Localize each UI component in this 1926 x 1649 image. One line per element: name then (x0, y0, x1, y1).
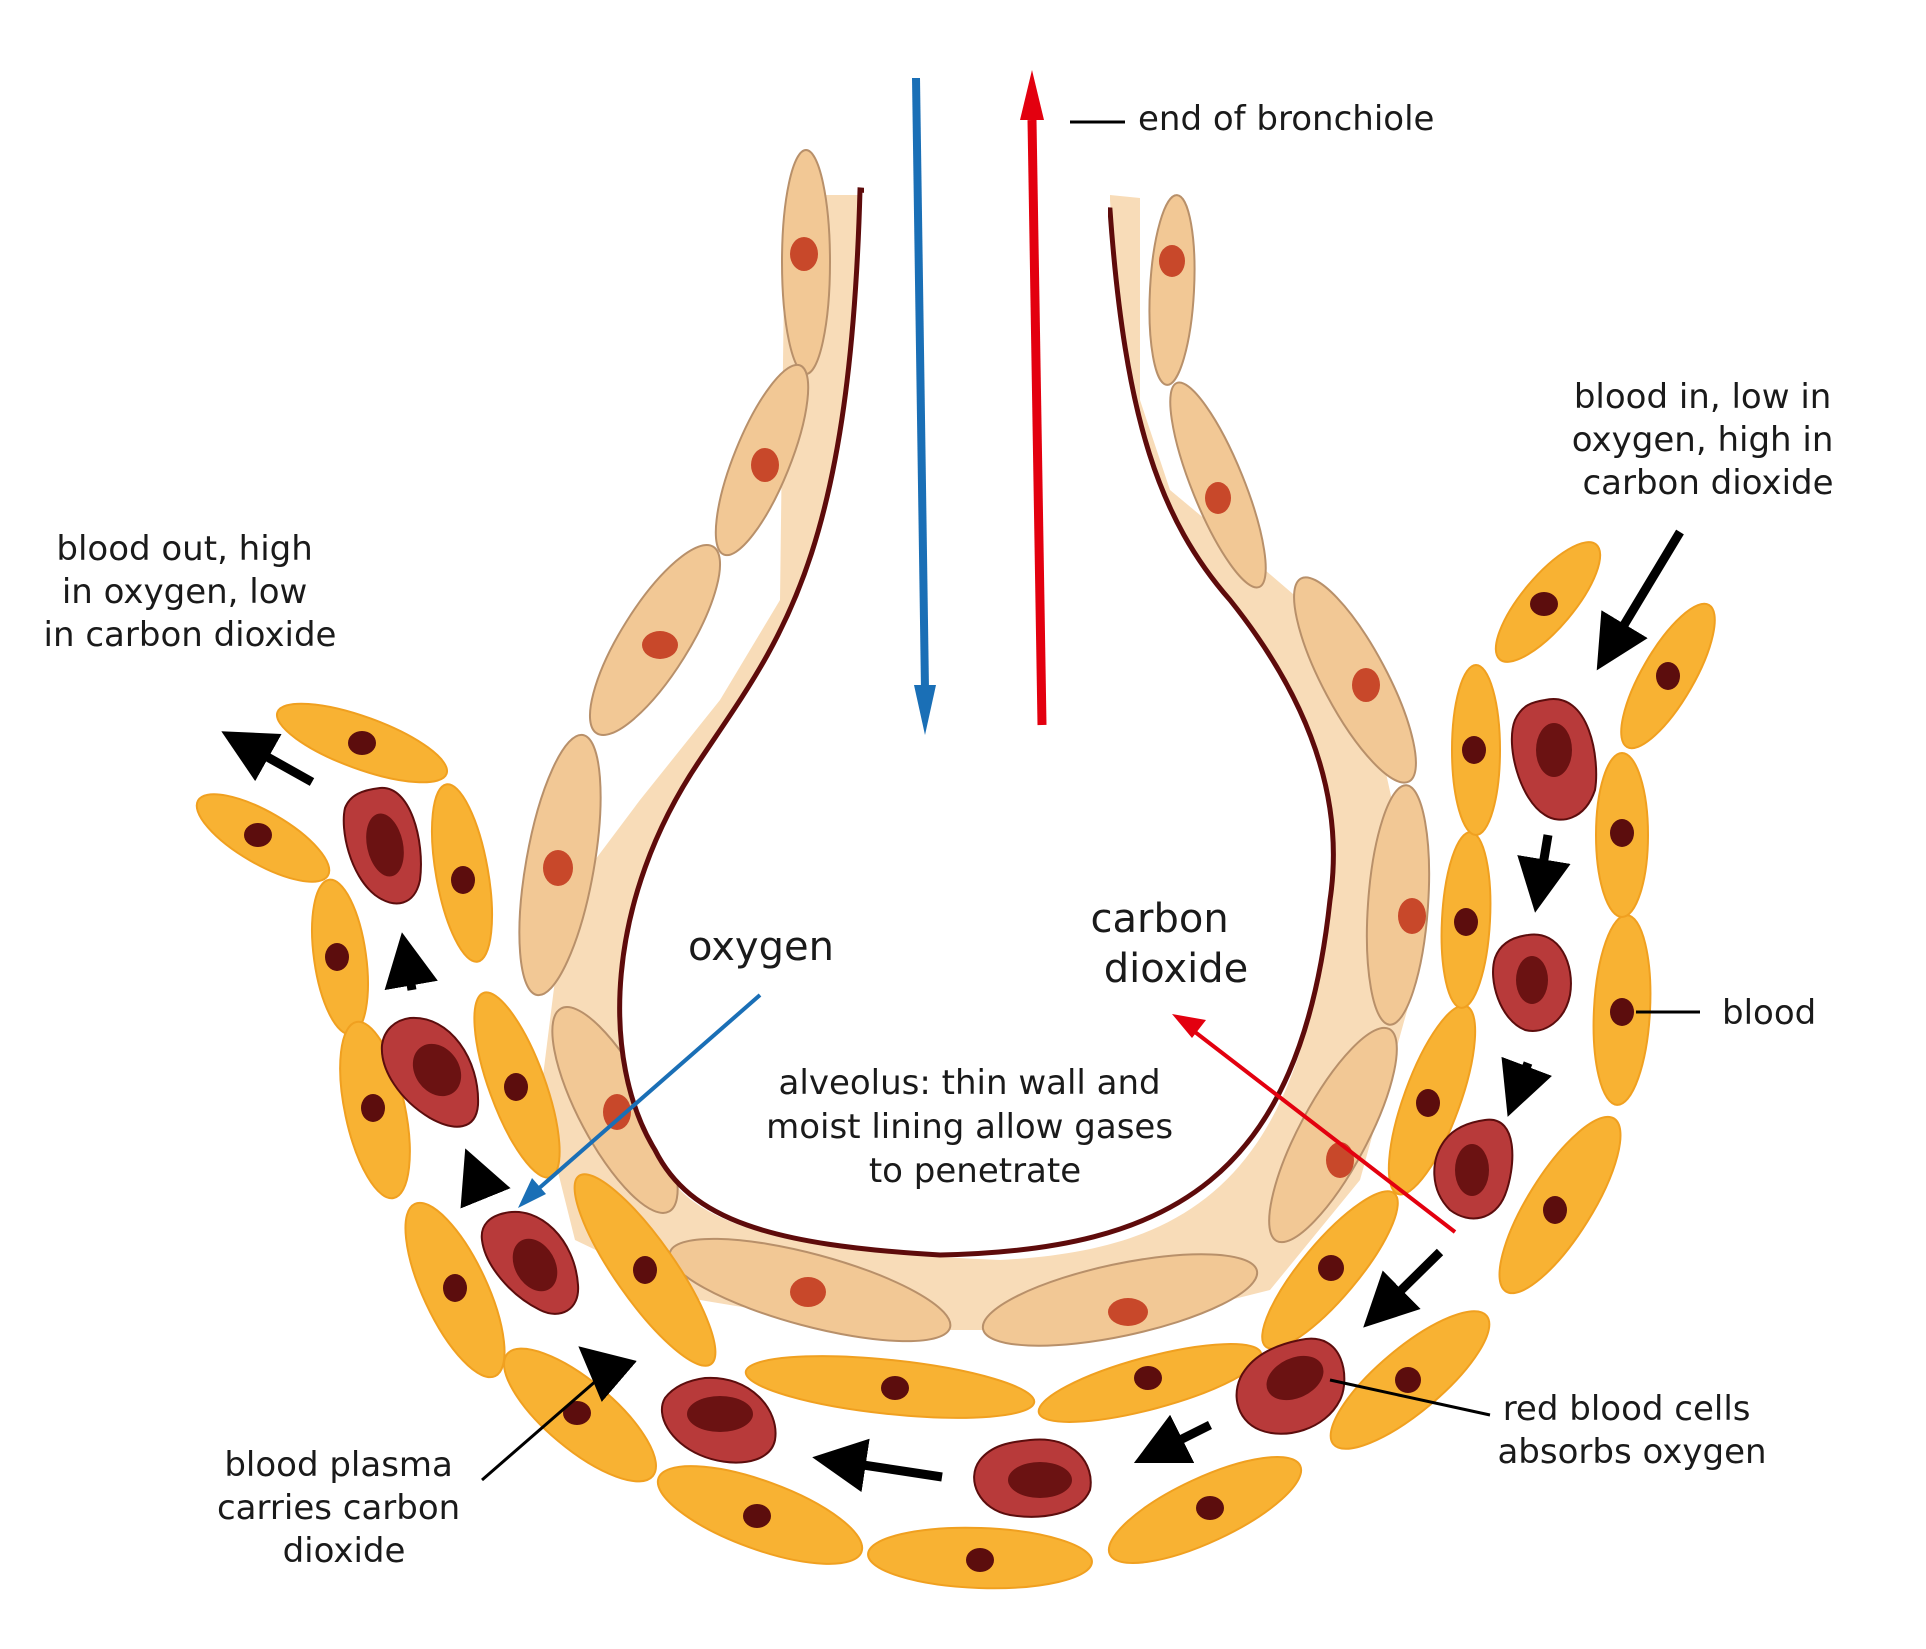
flow-arrow (1363, 1248, 1444, 1328)
red-blood-cell (380, 1016, 480, 1128)
plasma-leader (481, 1358, 621, 1482)
capillary-nucleus (325, 943, 349, 971)
plasma-label: blood plasma carries carbon dioxide (217, 1445, 471, 1571)
flow-arrow (1517, 834, 1571, 913)
oxygen-inflow-arrow (912, 77, 936, 735)
capillary-cell-nuclei (244, 592, 1680, 1572)
carbon-dioxide-line-1: carbon (1091, 896, 1229, 942)
alveolus-cell (1365, 784, 1431, 1026)
alveolus-nucleus (1352, 668, 1380, 702)
capillary-nucleus (443, 1274, 467, 1302)
oxygen-label: oxygen (688, 924, 834, 970)
alveolus-nucleus (543, 850, 573, 886)
alveolus-nucleus (790, 1277, 826, 1307)
alveolus-cell (1148, 194, 1196, 386)
capillary-nucleus (361, 1094, 385, 1122)
red-blood-cell (1492, 933, 1572, 1032)
plasma-line-2: carries carbon (217, 1488, 460, 1528)
alveolus-line-1: alveolus: thin wall and (779, 1063, 1161, 1103)
capillary-nucleus (1610, 998, 1634, 1026)
flow-arrow (1133, 1414, 1213, 1464)
flow-arrow (221, 731, 315, 786)
alveolus-cell (1268, 1026, 1398, 1244)
blood-in-label: blood in, low in oxygen, high in carbon … (1572, 377, 1844, 503)
alveolus-nucleus (1326, 1142, 1354, 1178)
alveolus-lumen (617, 187, 1336, 1258)
capillary-nucleus (563, 1401, 591, 1425)
capillary-nucleus (1416, 1089, 1440, 1117)
capillary-nucleus (1395, 1367, 1421, 1393)
capillary-nucleus (451, 866, 475, 894)
capillary-nucleus (1196, 1496, 1224, 1520)
red-blood-cells (342, 698, 1598, 1518)
capillary-nucleus (1454, 908, 1478, 936)
capillary-nucleus (348, 731, 376, 755)
blood-out-label: blood out, high in oxygen, low in carbon… (44, 529, 337, 655)
leader-lines (481, 120, 1700, 1482)
flow-arrow (812, 1438, 943, 1493)
capillary-nucleus (504, 1073, 528, 1101)
alveolus-nucleus (603, 1094, 631, 1130)
capillary-nucleus (633, 1256, 657, 1284)
capillary-nucleus (743, 1504, 771, 1528)
red-blood-cells-label: red blood cells absorbs oxygen (1497, 1389, 1766, 1472)
bronchiole-opening (864, 150, 1108, 230)
flow-arrow (384, 932, 438, 991)
flow-arrow (578, 1346, 637, 1402)
carbon-dioxide-diffusion-arrow (1172, 1014, 1457, 1234)
flow-arrow (1596, 529, 1684, 671)
rbc-line-2: absorbs oxygen (1497, 1432, 1766, 1472)
alveolus-label: alveolus: thin wall and moist lining all… (766, 1063, 1184, 1191)
red-blood-cell (1235, 1337, 1346, 1435)
blood-in-line-3: carbon dioxide (1582, 463, 1833, 503)
alveolus-nucleus (1159, 245, 1185, 277)
alveolus-nucleus (790, 237, 818, 271)
capillary-nucleus (1610, 819, 1634, 847)
red-blood-cell (342, 786, 422, 905)
blood-in-line-1: blood in, low in (1574, 377, 1832, 417)
rbc-leader (1329, 1378, 1491, 1417)
plasma-line-1: blood plasma (224, 1445, 453, 1485)
capillary-nucleus (1543, 1196, 1567, 1224)
flow-arrow (1501, 1056, 1552, 1117)
blood-flow-arrows (221, 529, 1684, 1493)
capillary-nucleus (1134, 1366, 1162, 1390)
red-blood-cell (973, 1438, 1092, 1518)
capillary-nucleus (1656, 662, 1680, 690)
red-blood-cell (1510, 698, 1598, 821)
blood-out-line-2: in oxygen, low (62, 572, 308, 612)
capillary-nucleus (881, 1376, 909, 1400)
flow-arrow (460, 1148, 511, 1209)
blood-out-line-3: in carbon dioxide (44, 615, 337, 655)
alveolus-nucleus (1398, 898, 1426, 934)
alveolus-cell-nuclei (543, 237, 1426, 1326)
blood-out-line-1: blood out, high (56, 529, 312, 569)
alveolus-nucleus (642, 631, 678, 659)
red-blood-cell (480, 1210, 580, 1315)
blood-label: blood (1722, 993, 1816, 1033)
red-blood-cell (1433, 1118, 1514, 1220)
red-blood-cell (660, 1376, 777, 1464)
alveolus-line-3: to penetrate (869, 1151, 1081, 1191)
alveolus-nucleus (751, 448, 779, 482)
carbon-dioxide-outflow-arrow (1020, 70, 1047, 726)
blood-in-line-2: oxygen, high in (1572, 420, 1834, 460)
capillary-nucleus (1530, 592, 1558, 616)
capillary-nucleus (1318, 1255, 1344, 1281)
bronchiole-label: end of bronchiole (1138, 99, 1434, 139)
capillary-nucleus (244, 823, 272, 847)
carbon-dioxide-label: carbon dioxide (1091, 896, 1249, 992)
alveolus-nucleus (1205, 482, 1231, 514)
oxygen-diffusion-arrow (518, 993, 762, 1208)
carbon-dioxide-line-2: dioxide (1104, 946, 1249, 992)
capillary-nucleus (966, 1548, 994, 1572)
alveolus-line-2: moist lining allow gases (766, 1107, 1173, 1147)
plasma-line-3: dioxide (283, 1531, 406, 1571)
capillary-nucleus (1462, 736, 1486, 764)
alveolus-nucleus (1108, 1298, 1148, 1326)
rbc-line-1: red blood cells (1503, 1389, 1751, 1429)
